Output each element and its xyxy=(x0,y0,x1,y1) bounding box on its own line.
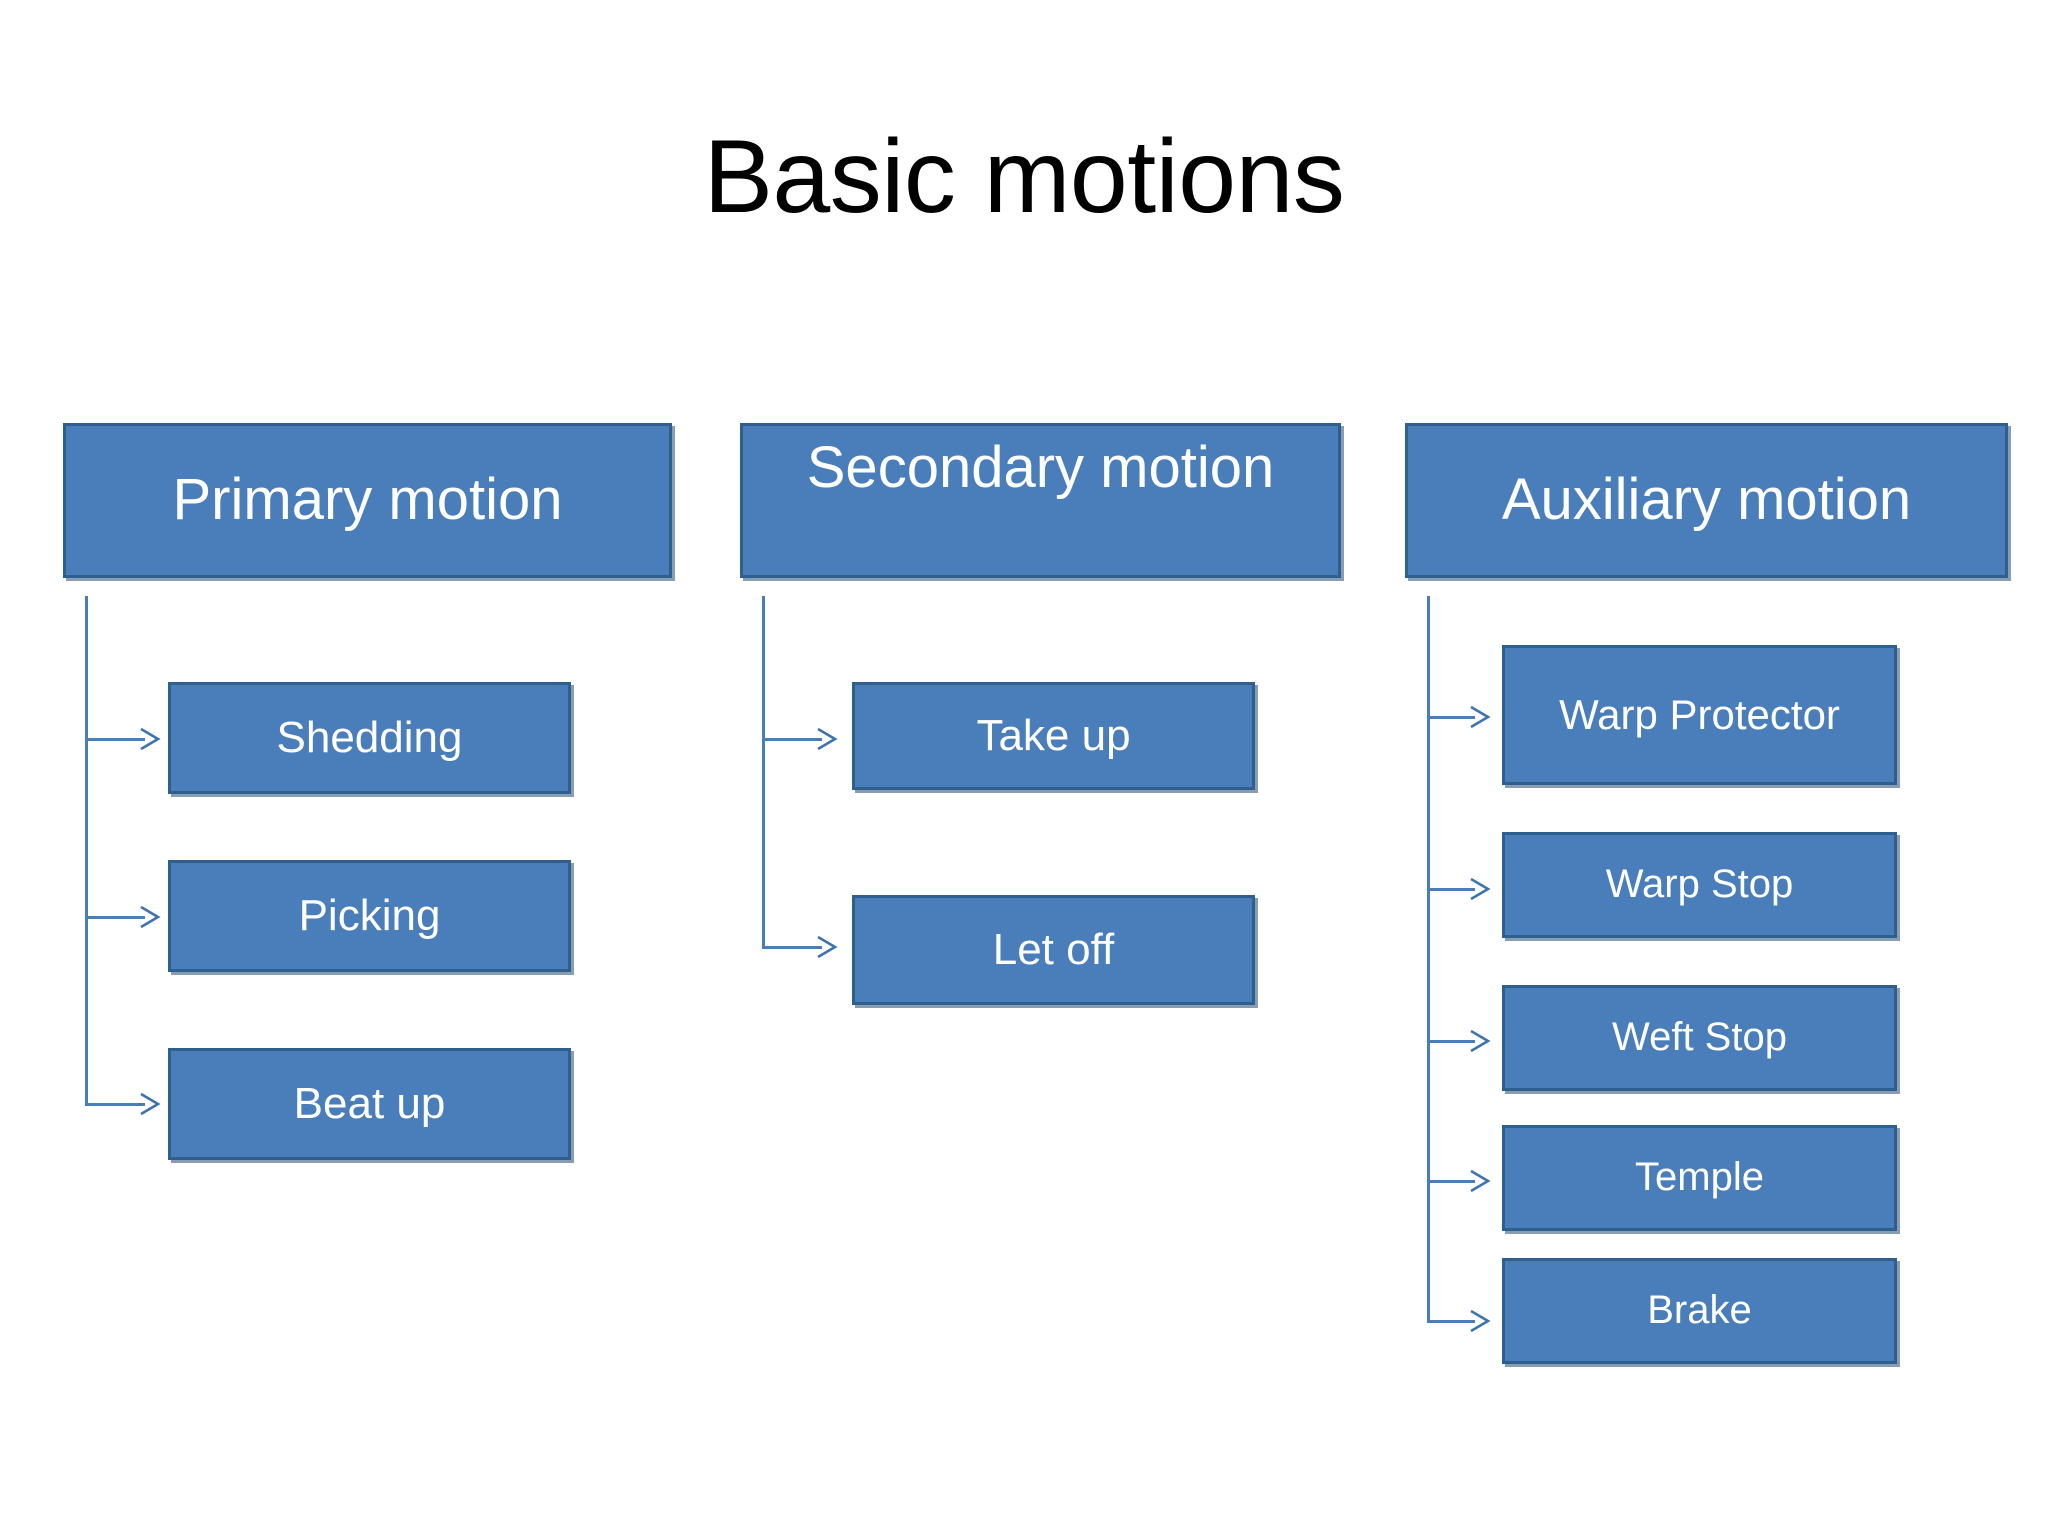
arrowhead-icon xyxy=(814,726,840,752)
arrowhead-icon xyxy=(137,1091,163,1117)
connector-branch-primary-3 xyxy=(85,1103,145,1106)
node-label: Warp Stop xyxy=(1605,862,1794,907)
node-label: Warp Protector xyxy=(1559,691,1840,739)
connector-branch-primary-2 xyxy=(85,916,145,919)
node-label: Beat up xyxy=(293,1079,446,1129)
connector-trunk-secondary xyxy=(762,596,765,948)
arrowhead-icon xyxy=(137,726,163,752)
connector-branch-auxiliary-1 xyxy=(1427,716,1475,719)
arrowhead-icon xyxy=(814,934,840,960)
node-take-up[interactable]: Take up xyxy=(852,682,1255,790)
arrowhead-icon xyxy=(137,904,163,930)
connector-branch-auxiliary-5 xyxy=(1427,1320,1475,1323)
connector-trunk-primary xyxy=(85,596,88,1106)
node-secondary-motion[interactable]: Secondary motion xyxy=(740,423,1341,578)
node-label: Secondary motion xyxy=(806,435,1275,500)
connector-branch-auxiliary-2 xyxy=(1427,888,1475,891)
arrowhead-icon xyxy=(1467,1168,1493,1194)
node-label: Brake xyxy=(1647,1288,1752,1333)
node-primary-motion[interactable]: Primary motion xyxy=(63,423,672,578)
node-label: Auxiliary motion xyxy=(1501,467,1912,533)
node-brake[interactable]: Brake xyxy=(1502,1258,1897,1364)
arrowhead-icon xyxy=(1467,704,1493,730)
node-label: Temple xyxy=(1635,1155,1764,1200)
node-label: Let off xyxy=(992,925,1115,975)
node-weft-stop[interactable]: Weft Stop xyxy=(1502,985,1897,1091)
arrowhead-icon xyxy=(1467,1028,1493,1054)
connector-trunk-auxiliary xyxy=(1427,596,1430,1322)
node-label: Weft Stop xyxy=(1612,1015,1787,1060)
node-picking[interactable]: Picking xyxy=(168,860,571,972)
connector-branch-primary-1 xyxy=(85,738,145,741)
node-beat-up[interactable]: Beat up xyxy=(168,1048,571,1160)
node-label: Shedding xyxy=(276,713,463,763)
node-temple[interactable]: Temple xyxy=(1502,1125,1897,1231)
connector-branch-secondary-2 xyxy=(762,946,822,949)
page-title: Basic motions xyxy=(703,119,1345,235)
node-warp-protector[interactable]: Warp Protector xyxy=(1502,645,1897,785)
node-label: Primary motion xyxy=(172,467,563,533)
arrowhead-icon xyxy=(1467,1308,1493,1334)
connector-branch-auxiliary-3 xyxy=(1427,1040,1475,1043)
node-auxiliary-motion[interactable]: Auxiliary motion xyxy=(1405,423,2008,578)
node-let-off[interactable]: Let off xyxy=(852,895,1255,1005)
arrowhead-icon xyxy=(1467,876,1493,902)
connector-branch-secondary-1 xyxy=(762,738,822,741)
node-warp-stop[interactable]: Warp Stop xyxy=(1502,832,1897,938)
node-label: Picking xyxy=(298,891,441,941)
connector-branch-auxiliary-4 xyxy=(1427,1180,1475,1183)
node-shedding[interactable]: Shedding xyxy=(168,682,571,794)
node-label: Take up xyxy=(976,711,1131,761)
